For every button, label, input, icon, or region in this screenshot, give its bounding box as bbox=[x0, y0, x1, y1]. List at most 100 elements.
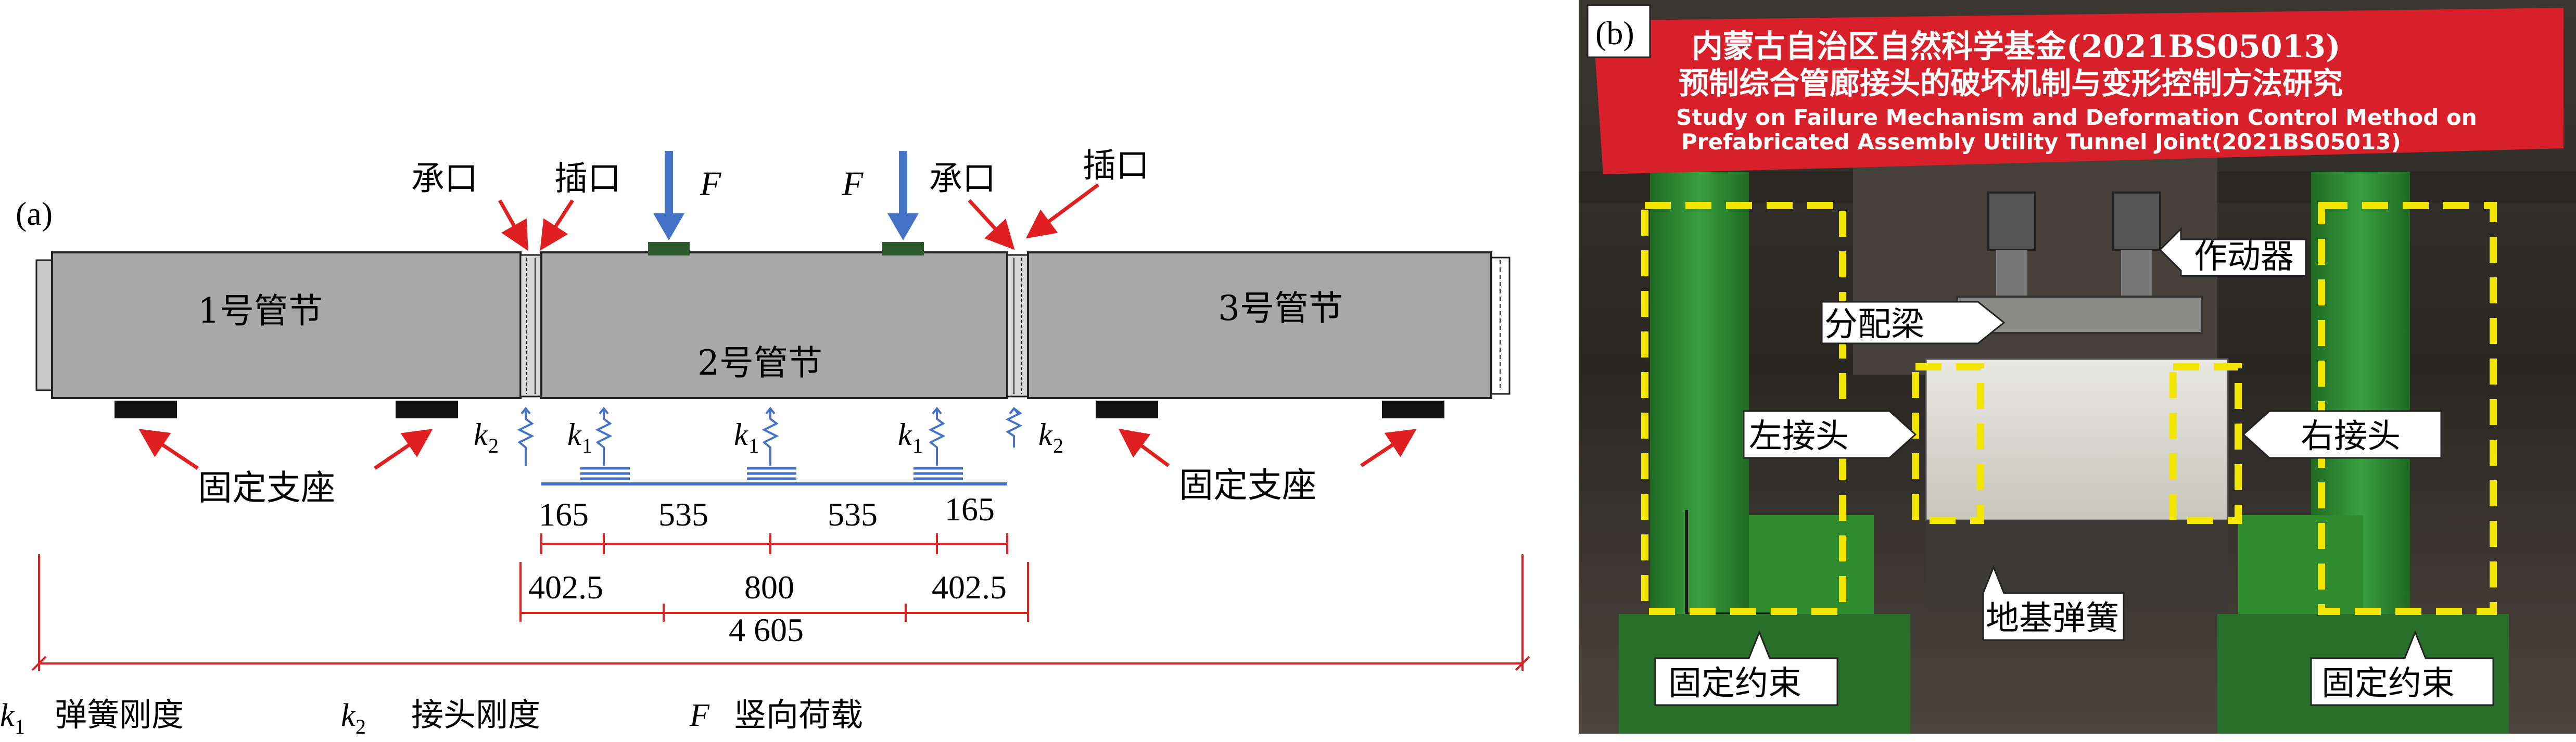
actuator-body bbox=[1987, 191, 2161, 297]
dim-535-left: 535 bbox=[658, 496, 708, 533]
callout-fixed-left: 固定约束 bbox=[1654, 630, 1838, 706]
pipe-segment-1: 1号管节 bbox=[35, 251, 522, 399]
legend-k2: k 2 接头刚度 bbox=[341, 696, 540, 738]
svg-text:分配梁: 分配梁 bbox=[1824, 305, 1924, 344]
pipe-1-label: 1号管节 bbox=[198, 291, 323, 331]
bell-label-right: 承口 bbox=[929, 160, 996, 198]
svg-text:2: 2 bbox=[1053, 434, 1063, 457]
project-banner: 内蒙古自治区自然科学基金(2021BS05013) 预制综合管廊接头的破坏机制与… bbox=[1593, 8, 2564, 174]
svg-text:k: k bbox=[734, 417, 748, 452]
svg-text:左接头: 左接头 bbox=[1749, 417, 1849, 456]
svg-text:F: F bbox=[689, 698, 710, 733]
pointer-support-1 bbox=[138, 429, 199, 470]
bell-label-left: 承口 bbox=[411, 160, 478, 198]
svg-text:固定约束: 固定约束 bbox=[2321, 664, 2455, 703]
dashed-boxes bbox=[1641, 202, 2497, 615]
dim-165-right: 165 bbox=[945, 491, 995, 528]
callout-distribution-beam: 分配梁 bbox=[1821, 301, 2006, 344]
svg-text:地基弹簧: 地基弹簧 bbox=[1986, 599, 2119, 638]
pointer-bell-right bbox=[968, 199, 1015, 250]
spigot-label-left: 插口 bbox=[554, 160, 621, 198]
callout-fixed-right: 固定约束 bbox=[2310, 630, 2494, 706]
svg-text:1: 1 bbox=[912, 434, 923, 457]
dashed-box-fixed-right bbox=[2318, 202, 2497, 615]
k2-label-left: k 2 bbox=[474, 417, 499, 457]
svg-text:固定约束: 固定约束 bbox=[1668, 664, 1801, 703]
dim-402-right: 402.5 bbox=[932, 569, 1007, 606]
spring-plates bbox=[580, 467, 963, 480]
svg-text:2: 2 bbox=[356, 715, 366, 738]
svg-text:k: k bbox=[567, 417, 582, 452]
dashed-box-fixed-left bbox=[1641, 202, 1846, 615]
svg-text:k: k bbox=[341, 698, 356, 733]
dim-165-left: 165 bbox=[539, 496, 589, 533]
pipe-3-label: 3号管节 bbox=[1218, 288, 1343, 328]
dim-402-left: 402.5 bbox=[528, 569, 603, 606]
pointer-spigot-right bbox=[1025, 183, 1100, 239]
svg-text:k: k bbox=[1038, 417, 1053, 452]
banner-line-4: Prefabricated Assembly Utility Tunnel Jo… bbox=[1681, 129, 2401, 155]
load-plate-left bbox=[648, 242, 690, 255]
banner-line-2: 预制综合管廊接头的破坏机制与变形控制方法研究 bbox=[1679, 66, 2343, 101]
dashed-box-right-joint bbox=[2169, 363, 2242, 524]
dim-800: 800 bbox=[744, 569, 794, 606]
force-arrow-right bbox=[887, 151, 919, 240]
legend-f: F 竖向荷载 bbox=[689, 696, 863, 734]
pointer-bell-left bbox=[498, 199, 528, 251]
pointer-support-2 bbox=[374, 429, 433, 470]
callout-foundation-spring: 地基弹簧 bbox=[1982, 565, 2125, 641]
foundation-springs bbox=[517, 406, 1023, 466]
dim-total: 4 605 bbox=[729, 611, 804, 648]
svg-text:弹簧刚度: 弹簧刚度 bbox=[55, 696, 184, 734]
callout-left-joint: 左接头 bbox=[1743, 410, 1917, 459]
pipe-2-label: 2号管节 bbox=[697, 343, 822, 383]
dimension-overall bbox=[31, 554, 1530, 671]
callout-right-joint: 右接头 bbox=[2242, 410, 2442, 459]
k1-label-3: k 1 bbox=[898, 417, 923, 457]
support-2 bbox=[396, 401, 458, 418]
force-label-left: F bbox=[700, 165, 721, 203]
legend-k1: k 1 弹簧刚度 bbox=[0, 696, 184, 738]
k1-label-1: k 1 bbox=[567, 417, 592, 457]
svg-text:2: 2 bbox=[488, 434, 499, 457]
pipe-segment-3: 3号管节 bbox=[1027, 251, 1511, 399]
force-label-right: F bbox=[842, 165, 864, 203]
joint-left bbox=[519, 254, 542, 398]
svg-text:k: k bbox=[0, 698, 15, 733]
dashed-box-left-joint bbox=[1912, 363, 1984, 524]
support-1 bbox=[115, 401, 177, 418]
support-label-right: 固定支座 bbox=[1179, 465, 1316, 505]
load-plate-right bbox=[882, 242, 924, 255]
support-label-left: 固定支座 bbox=[198, 468, 335, 508]
force-arrow-left bbox=[653, 151, 684, 240]
k1-label-2: k 1 bbox=[734, 417, 759, 457]
callout-actuator: 作动器 bbox=[2159, 227, 2307, 277]
svg-text:作动器: 作动器 bbox=[2194, 238, 2294, 276]
pointer-support-4 bbox=[1360, 429, 1417, 467]
panel-a-tag: (a) bbox=[16, 195, 53, 232]
svg-text:竖向荷载: 竖向荷载 bbox=[734, 696, 863, 734]
pointer-support-3 bbox=[1118, 428, 1170, 467]
dimension-row-2 bbox=[519, 562, 1029, 622]
svg-text:1: 1 bbox=[15, 715, 25, 738]
panel-a: (a) 1号管节 2号管节 3号管节 bbox=[0, 147, 1530, 738]
support-3 bbox=[1096, 401, 1158, 418]
svg-text:k: k bbox=[898, 417, 912, 452]
svg-text:1: 1 bbox=[748, 434, 759, 457]
panel-b-tag: (b) bbox=[1595, 15, 1634, 52]
joint-right bbox=[1006, 254, 1029, 398]
dimension-row-1 bbox=[540, 533, 1008, 554]
svg-text:1: 1 bbox=[582, 434, 592, 457]
pipe-segment-2: 2号管节 bbox=[540, 251, 1008, 399]
k2-label-right: k 2 bbox=[1038, 417, 1063, 457]
spigot-label-right: 插口 bbox=[1083, 147, 1149, 185]
banner-line-1: 内蒙古自治区自然科学基金(2021BS05013) bbox=[1692, 29, 2341, 65]
pointer-spigot-left bbox=[540, 199, 574, 251]
support-4 bbox=[1382, 401, 1444, 418]
dim-535-right: 535 bbox=[828, 496, 878, 533]
svg-text:k: k bbox=[474, 417, 488, 452]
svg-text:接头刚度: 接头刚度 bbox=[411, 696, 540, 734]
banner-line-3: Study on Failure Mechanism and Deformati… bbox=[1676, 105, 2477, 130]
specimen-body bbox=[1925, 358, 2229, 521]
